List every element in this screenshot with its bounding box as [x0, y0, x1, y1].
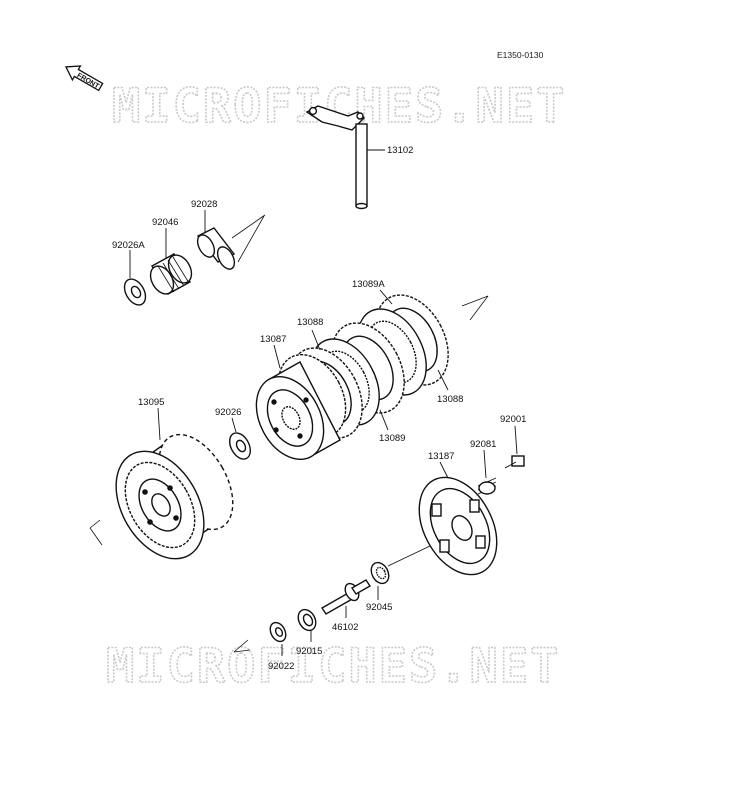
- label-92026: 92026: [215, 407, 241, 418]
- label-92022: 92022: [268, 661, 294, 672]
- label-92045: 92045: [366, 602, 392, 613]
- part-92022-washer: [233, 621, 287, 656]
- part-92026A-washer: [123, 250, 147, 306]
- label-92028: 92028: [191, 199, 217, 210]
- label-13088-right: 13088: [437, 394, 463, 405]
- part-13095-clutch-housing: [89, 407, 234, 560]
- part-13087-clutch-hub: [255, 344, 347, 461]
- part-92028-sleeve: [196, 210, 266, 270]
- label-13102: 13102: [387, 145, 413, 156]
- label-92001: 92001: [500, 414, 526, 425]
- part-92081-spring: [477, 449, 497, 495]
- label-46102: 46102: [332, 622, 358, 633]
- part-92015-nut: [297, 608, 317, 642]
- label-13089A: 13089A: [352, 279, 385, 290]
- label-13087: 13087: [260, 334, 286, 345]
- label-13187: 13187: [428, 451, 454, 462]
- label-92081: 92081: [470, 439, 496, 450]
- part-92046-needle-bearing: [149, 228, 193, 295]
- label-13095: 13095: [138, 397, 164, 408]
- diagram-code: E1350-0130: [497, 50, 544, 60]
- label-92026A: 92026A: [112, 240, 145, 251]
- label-13089: 13089: [379, 433, 405, 444]
- part-92001-bolt: [504, 425, 525, 469]
- part-92045-bearing: [370, 545, 431, 600]
- label-13088-top: 13088: [297, 317, 323, 328]
- part-13187-pressure-plate: [418, 461, 498, 576]
- part-13102-release-shaft: [305, 105, 385, 210]
- front-arrow-icon: FRONT: [64, 65, 104, 92]
- label-92046: 92046: [152, 217, 178, 228]
- watermark-bottom: MICROFICHES.NET: [106, 639, 560, 694]
- part-92026-washer: [228, 417, 252, 460]
- label-92015: 92015: [296, 646, 322, 657]
- part-46102-push-rod: [321, 579, 371, 618]
